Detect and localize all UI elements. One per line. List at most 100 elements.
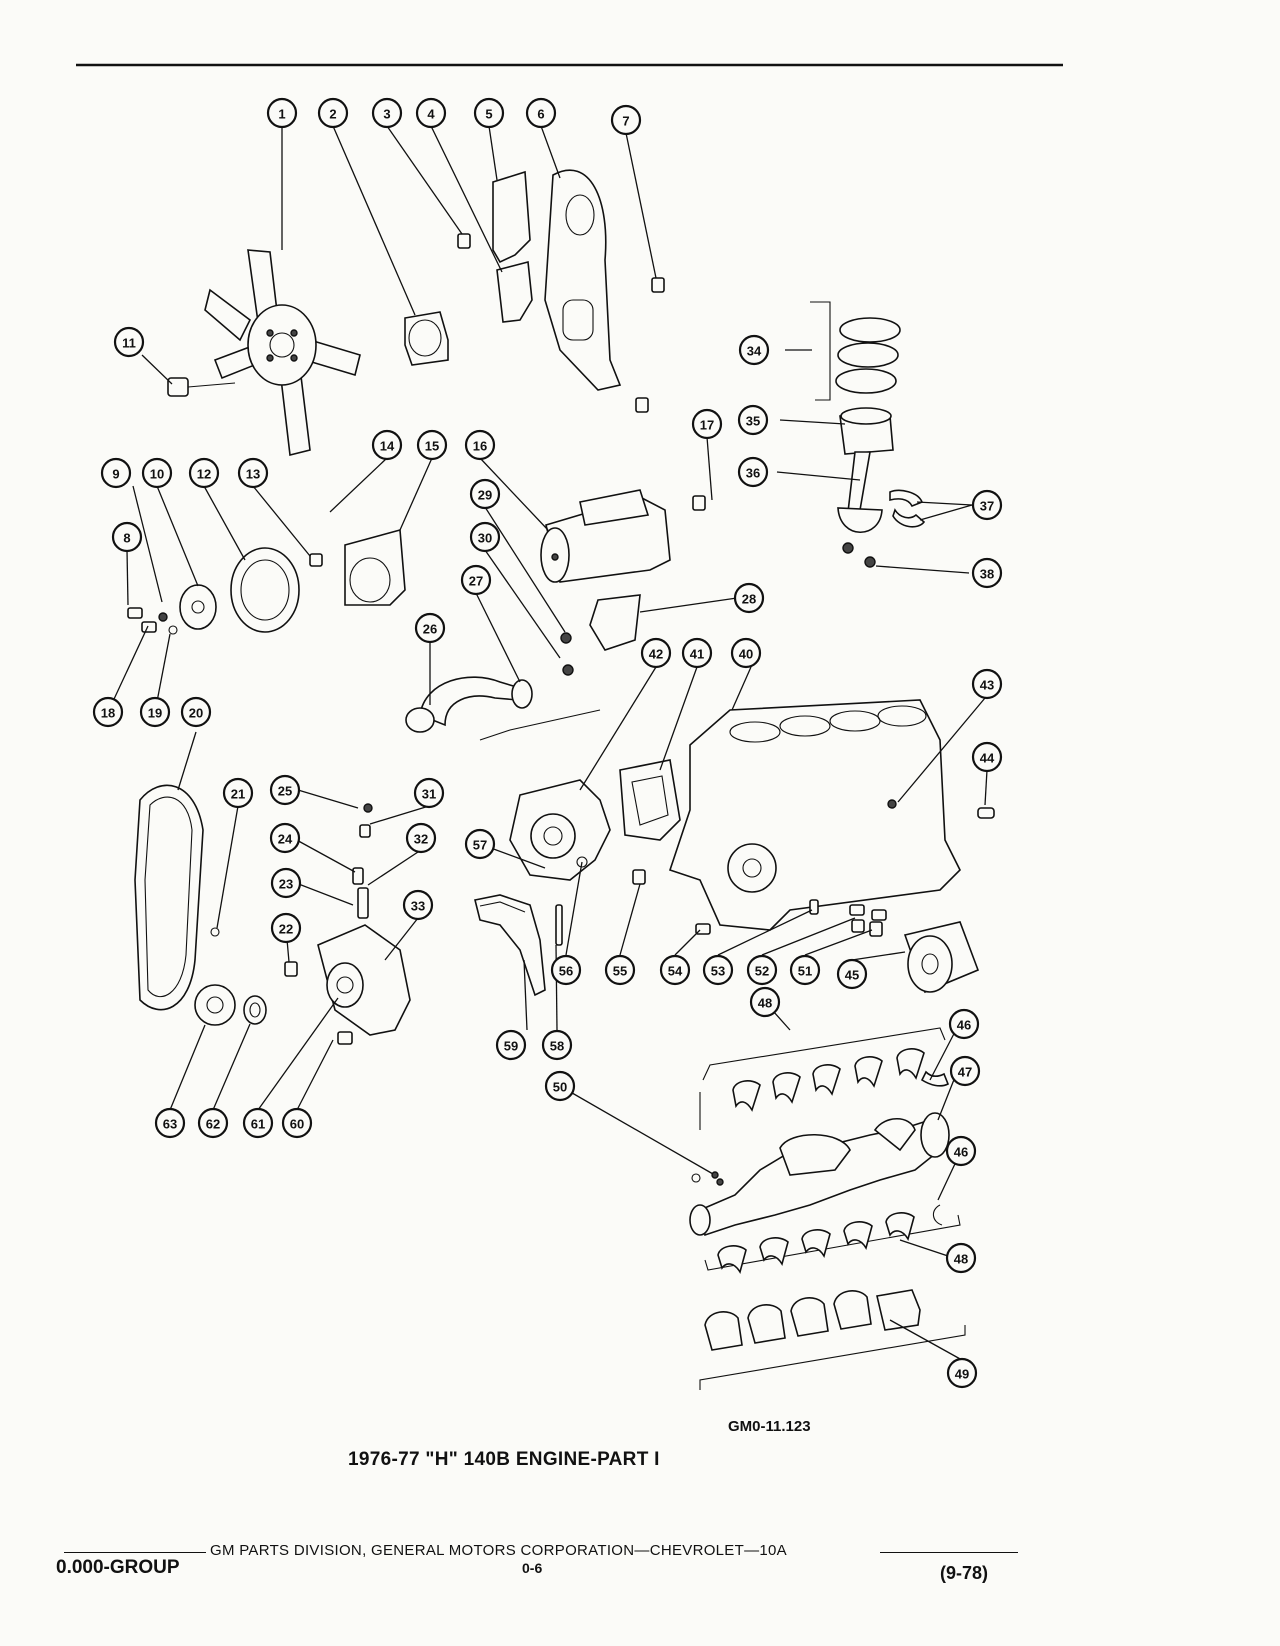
callout-46: 46 bbox=[948, 1008, 980, 1040]
timing-sprocket-and-pulley bbox=[158, 547, 300, 635]
callout-47: 47 bbox=[949, 1055, 981, 1087]
callout-number: 43 bbox=[980, 678, 994, 693]
callout-number: 29 bbox=[478, 488, 492, 503]
callout-20: 20 bbox=[180, 696, 212, 728]
callout-number: 63 bbox=[163, 1117, 177, 1132]
callout-27: 27 bbox=[460, 564, 492, 596]
callout-48: 48 bbox=[945, 1242, 977, 1274]
timing-belt bbox=[134, 784, 220, 1011]
figure-caption: 1976-77 "H" 140B ENGINE-PART I bbox=[348, 1449, 660, 1470]
callout-number: 25 bbox=[278, 784, 292, 799]
callout-number: 28 bbox=[742, 592, 756, 607]
callout-number: 41 bbox=[690, 647, 704, 662]
callout-4: 4 bbox=[415, 97, 447, 129]
callout-37: 37 bbox=[971, 489, 1003, 521]
water-pump-gasket bbox=[619, 759, 681, 841]
callout-number: 20 bbox=[189, 706, 203, 721]
callout-number: 14 bbox=[380, 439, 395, 454]
fan-assembly bbox=[204, 249, 361, 456]
small-bolts bbox=[127, 233, 711, 1045]
callout-13: 13 bbox=[237, 457, 269, 489]
footer-page-number: 0-6 bbox=[522, 1560, 543, 1576]
callout-number: 48 bbox=[758, 996, 772, 1011]
callout-29: 29 bbox=[469, 478, 501, 510]
callout-number: 48 bbox=[954, 1252, 968, 1267]
callout-26: 26 bbox=[414, 612, 446, 644]
callout-34: 34 bbox=[738, 334, 770, 366]
callout-number: 56 bbox=[559, 964, 573, 979]
callout-25: 25 bbox=[269, 774, 301, 806]
callout-59: 59 bbox=[495, 1029, 527, 1061]
callout-number: 30 bbox=[478, 531, 492, 546]
callout-1: 1 bbox=[266, 97, 298, 129]
figure-reference-code: GM0-11.123 bbox=[728, 1418, 811, 1435]
callout-12: 12 bbox=[188, 457, 220, 489]
callout-number: 2 bbox=[329, 107, 336, 122]
callout-number: 33 bbox=[411, 899, 425, 914]
callout-57: 57 bbox=[464, 828, 496, 860]
callout-30: 30 bbox=[469, 521, 501, 553]
callout-number: 21 bbox=[231, 787, 245, 802]
callout-number: 40 bbox=[739, 647, 753, 662]
callout-2: 2 bbox=[317, 97, 349, 129]
callout-31: 31 bbox=[413, 777, 445, 809]
callout-number: 31 bbox=[422, 787, 436, 802]
callout-number: 36 bbox=[746, 466, 760, 481]
callout-number: 55 bbox=[613, 964, 627, 979]
callout-number: 15 bbox=[425, 439, 439, 454]
woodruff-key bbox=[711, 1171, 719, 1179]
callout-number: 34 bbox=[747, 344, 762, 359]
callout-14: 14 bbox=[371, 429, 403, 461]
callout-9: 9 bbox=[100, 457, 132, 489]
cylinder-block bbox=[668, 699, 995, 931]
callout-10: 10 bbox=[141, 457, 173, 489]
piston-and-rod bbox=[837, 407, 894, 568]
callout-number: 4 bbox=[427, 107, 435, 122]
callout-21: 21 bbox=[222, 777, 254, 809]
callout-43: 43 bbox=[971, 668, 1003, 700]
callout-number: 24 bbox=[278, 832, 293, 847]
callout-number: 62 bbox=[206, 1117, 220, 1132]
callout-number: 26 bbox=[423, 622, 437, 637]
callout-5: 5 bbox=[473, 97, 505, 129]
callout-number: 22 bbox=[279, 922, 293, 937]
callout-61: 61 bbox=[242, 1107, 274, 1139]
callout-number: 61 bbox=[251, 1117, 265, 1132]
callout-number: 1 bbox=[278, 107, 285, 122]
callout-53: 53 bbox=[702, 954, 734, 986]
front-cover-gasket bbox=[474, 894, 563, 997]
callout-number: 3 bbox=[383, 107, 390, 122]
callout-50: 50 bbox=[544, 1070, 576, 1102]
callout-number: 58 bbox=[550, 1039, 564, 1054]
callout-55: 55 bbox=[604, 954, 636, 986]
callout-54: 54 bbox=[659, 954, 691, 986]
callout-number: 52 bbox=[755, 964, 769, 979]
callout-number: 37 bbox=[980, 499, 994, 514]
callout-58: 58 bbox=[541, 1029, 573, 1061]
callout-28: 28 bbox=[733, 582, 765, 614]
callout-number: 44 bbox=[980, 751, 995, 766]
callout-62: 62 bbox=[197, 1107, 229, 1139]
callout-number: 45 bbox=[845, 968, 859, 983]
callout-40: 40 bbox=[730, 637, 762, 669]
callout-number: 57 bbox=[473, 838, 487, 853]
callout-3: 3 bbox=[371, 97, 403, 129]
footer-rule-right bbox=[880, 1552, 1018, 1553]
callout-number: 54 bbox=[668, 964, 683, 979]
callout-60: 60 bbox=[281, 1107, 313, 1139]
callout-41: 41 bbox=[681, 637, 713, 669]
callout-number: 12 bbox=[197, 467, 211, 482]
water-pump bbox=[479, 709, 611, 881]
callout-number: 7 bbox=[622, 114, 629, 129]
callout-number: 49 bbox=[955, 1367, 969, 1382]
piston-rings bbox=[810, 301, 901, 401]
water-hose bbox=[405, 632, 574, 733]
leader-lines bbox=[107, 125, 988, 1361]
crankshaft bbox=[689, 1112, 950, 1237]
rod-bearings bbox=[889, 489, 926, 528]
callout-number: 19 bbox=[148, 706, 162, 721]
callout-number: 10 bbox=[150, 467, 164, 482]
starter-motor bbox=[540, 489, 671, 583]
